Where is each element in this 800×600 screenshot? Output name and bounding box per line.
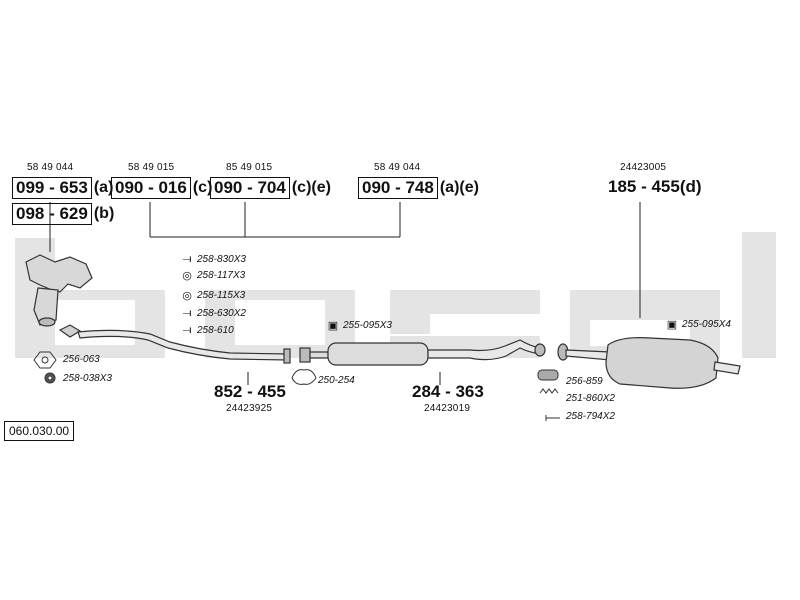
accessory-256-859[interactable]: 256-859 xyxy=(566,376,603,387)
accessory-256-063[interactable]: 256-063 xyxy=(63,354,100,365)
oem-number-2: 58 49 015 xyxy=(128,162,175,173)
diagram-reference: 060.030.00 xyxy=(4,421,75,441)
accessory-code: 255-095X3 xyxy=(343,320,392,331)
bracket-lines xyxy=(49,202,641,385)
accessory-code: 251-860X2 xyxy=(566,393,615,404)
accessory-258-794x2[interactable]: 258-794X2 xyxy=(566,411,615,422)
clamp-icon: ▣ xyxy=(327,320,339,332)
part-suffix-1: (a) xyxy=(93,179,114,196)
accessory-258-610[interactable]: ⟞ 258-610 xyxy=(180,324,234,337)
oem-number-3: 85 49 015 xyxy=(226,162,273,173)
clamp-ring-icon xyxy=(291,369,317,385)
accessory-255-095x3[interactable]: ▣ 255-095X3 xyxy=(326,319,392,332)
part-number-group-2[interactable]: 090 - 016 (c) xyxy=(111,177,212,199)
alt-part-suffix: (b) xyxy=(93,205,115,222)
accessory-code: 258-610 xyxy=(197,325,234,336)
ring-icon: ◎ xyxy=(182,270,192,282)
clamp-icon: ▣ xyxy=(666,319,678,331)
ring-icon xyxy=(537,369,559,381)
bolt-icon xyxy=(545,415,560,421)
accessory-icons xyxy=(33,351,560,421)
bolt-icon: ⟞ xyxy=(182,253,192,265)
rear-silencer-drawing xyxy=(557,337,741,389)
part-suffix-4: (a)(e) xyxy=(439,179,479,196)
accessory-258-038x3[interactable]: 258-038X3 xyxy=(63,373,112,384)
accessory-code: 258-117X3 xyxy=(197,270,246,281)
oem-number-1: 58 49 044 xyxy=(27,162,74,173)
accessory-code: 256-063 xyxy=(63,354,100,365)
rear-part-number[interactable]: 185 - 455(d) xyxy=(608,177,702,196)
part-number-group-4[interactable]: 090 - 748 (a)(e) xyxy=(358,177,479,199)
part-number-group-1[interactable]: 099 - 653 (a) xyxy=(12,177,113,199)
front-pipe-oem-number: 24423925 xyxy=(226,403,273,414)
alt-part-number[interactable]: 098 - 629 xyxy=(12,203,92,225)
part-number-group-3[interactable]: 090 - 704 (c)(e) xyxy=(210,177,331,199)
accessory-258-117x3[interactable]: ◎ 258-117X3 xyxy=(180,269,245,282)
part-number-2[interactable]: 090 - 016 xyxy=(111,177,191,199)
rear-oem-number: 24423005 xyxy=(620,162,667,173)
front-pipe-drawing xyxy=(58,324,291,364)
accessory-code: 258-630X2 xyxy=(197,308,246,319)
middle-silencer-drawing xyxy=(299,339,546,366)
part-number-1[interactable]: 099 - 653 xyxy=(12,177,92,199)
spring-icon xyxy=(539,388,559,394)
accessory-258-115x3[interactable]: ◎ 258-115X3 xyxy=(180,289,245,302)
alt-part-number-group[interactable]: 098 - 629 (b) xyxy=(12,203,114,225)
accessory-255-095x4[interactable]: ▣ 255-095X4 xyxy=(665,318,731,331)
accessory-258-630x2[interactable]: ⟞ 258-630X2 xyxy=(180,307,246,320)
accessory-code: 255-095X4 xyxy=(682,319,731,330)
accessory-code: 258-794X2 xyxy=(566,411,615,422)
accessory-code: 256-859 xyxy=(566,376,603,387)
bolt-icon: ⟞ xyxy=(182,307,192,319)
middle-silencer-part-number[interactable]: 284 - 363 xyxy=(412,382,484,401)
part-suffix-2: (c) xyxy=(192,179,213,196)
accessory-code: 250-254 xyxy=(318,375,355,386)
accessory-250-254[interactable]: 250-254 xyxy=(318,375,355,386)
gasket-icon xyxy=(33,351,57,369)
bolt-icon: ⟞ xyxy=(182,324,192,336)
accessory-code: 258-115X3 xyxy=(197,290,246,301)
accessory-code: 258-830X3 xyxy=(197,254,246,265)
accessory-code: 258-038X3 xyxy=(63,373,112,384)
manifold-drawing xyxy=(25,254,93,327)
oem-number-4: 58 49 044 xyxy=(374,162,421,173)
ring-icon: ◎ xyxy=(182,290,192,302)
middle-silencer-oem-number: 24423019 xyxy=(424,403,471,414)
part-number-3[interactable]: 090 - 704 xyxy=(210,177,290,199)
part-suffix-3: (c)(e) xyxy=(291,179,331,196)
front-pipe-part-number[interactable]: 852 - 455 xyxy=(214,382,286,401)
accessory-251-860x2[interactable]: 251-860X2 xyxy=(566,393,615,404)
accessory-258-830x3[interactable]: ⟞ 258-830X3 xyxy=(180,253,246,266)
part-number-4[interactable]: 090 - 748 xyxy=(358,177,438,199)
